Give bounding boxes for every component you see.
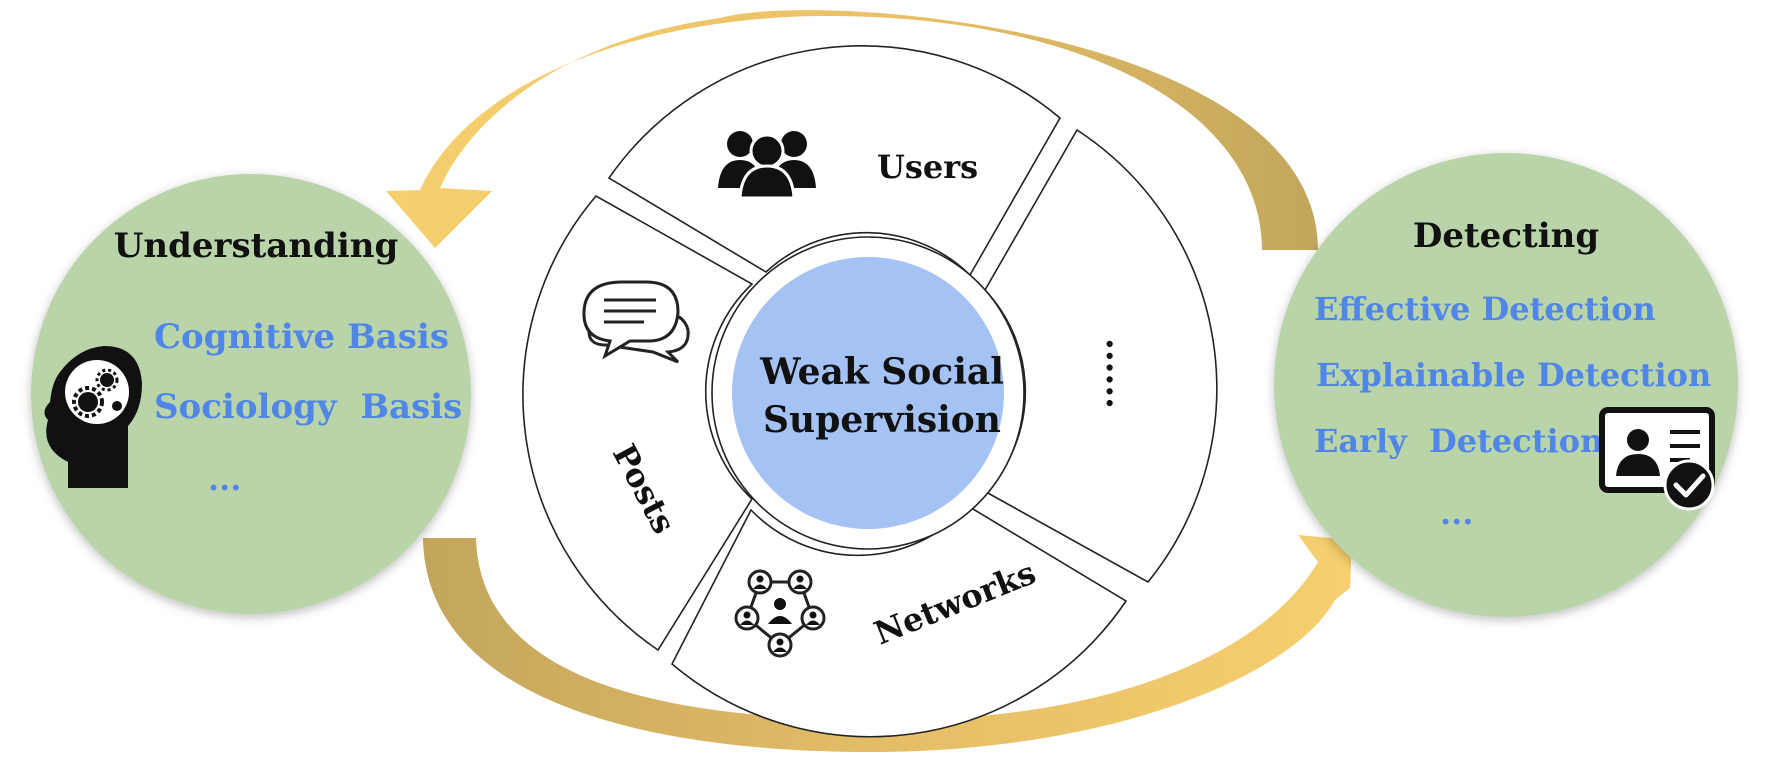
detecting-circle xyxy=(1274,153,1738,617)
users-segment xyxy=(607,45,1062,277)
network-icon xyxy=(734,569,826,658)
understanding-item-cognitive: Cognitive Basis xyxy=(154,317,449,357)
detecting-title: Detecting xyxy=(1413,216,1599,256)
more-label: ...... xyxy=(1098,338,1138,409)
chat-bubbles-icon xyxy=(582,280,690,364)
understanding-item-more: ... xyxy=(208,460,241,498)
id-card-check-icon xyxy=(1599,407,1715,511)
understanding-circle xyxy=(31,174,471,614)
detecting-item-explainable: Explainable Detection xyxy=(1316,356,1711,394)
detecting-item-effective: Effective Detection xyxy=(1314,290,1656,328)
posts-segment xyxy=(522,194,754,652)
group-icon xyxy=(718,131,816,200)
center-circle xyxy=(732,257,1004,529)
networks-segment xyxy=(670,504,1128,738)
understanding-title: Understanding xyxy=(114,226,398,266)
center-title-line2: Supervision xyxy=(763,399,1001,441)
bottom-cycle-arrow xyxy=(423,535,1352,753)
understanding-item-sociology: Sociology Basis xyxy=(154,387,462,427)
detecting-item-more: ... xyxy=(1440,494,1473,532)
more-segment xyxy=(984,128,1218,584)
head-gears-icon xyxy=(44,346,142,488)
center-title-line1: Weak Social xyxy=(759,351,1004,393)
detecting-item-early: Early Detection xyxy=(1314,422,1603,460)
users-label: Users xyxy=(877,148,978,186)
